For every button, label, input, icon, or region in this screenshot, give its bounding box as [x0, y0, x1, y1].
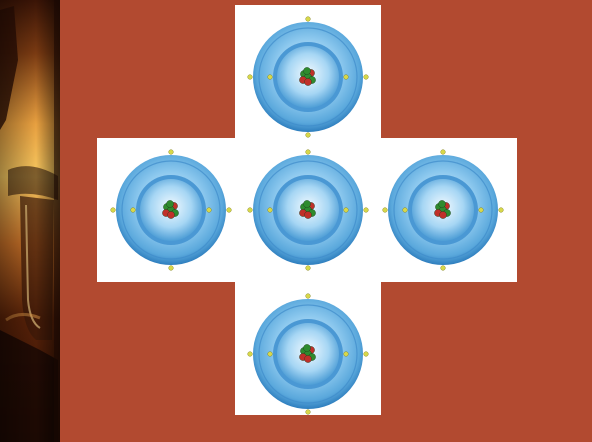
atom-icon [235, 282, 381, 415]
electron [344, 75, 349, 80]
electron [441, 266, 446, 271]
electron [306, 17, 311, 22]
electron [441, 150, 446, 155]
electron [248, 352, 253, 357]
electron [268, 352, 273, 357]
electron [306, 150, 311, 155]
electron [306, 133, 311, 138]
atom-top [248, 17, 369, 138]
electron [111, 208, 116, 213]
electron [364, 208, 369, 213]
electron [248, 75, 253, 80]
electron [207, 208, 212, 213]
electron [499, 208, 504, 213]
atoms-cross-layout [60, 0, 592, 442]
atom-row-middle [97, 138, 517, 282]
electron [344, 352, 349, 357]
electron [268, 75, 273, 80]
electron [306, 266, 311, 271]
electron [344, 208, 349, 213]
atom-center [248, 150, 369, 271]
side-photo [0, 0, 60, 442]
electron [169, 150, 174, 155]
atom-tile-bottom [235, 282, 381, 415]
electron [364, 352, 369, 357]
atom-bottom [248, 294, 369, 415]
atom-row-svg [97, 138, 517, 282]
atom-tile-top [235, 5, 381, 138]
electron [479, 208, 484, 213]
electron [169, 266, 174, 271]
electron [248, 208, 253, 213]
electron [383, 208, 388, 213]
atom-left [111, 150, 232, 271]
electron [306, 410, 311, 415]
electron [364, 75, 369, 80]
electron [403, 208, 408, 213]
atom-icon [235, 5, 381, 138]
electron [268, 208, 273, 213]
electron [306, 294, 311, 299]
electron [131, 208, 136, 213]
atom-right [383, 150, 504, 271]
electron [227, 208, 232, 213]
lab-beaker-photo [0, 0, 60, 442]
